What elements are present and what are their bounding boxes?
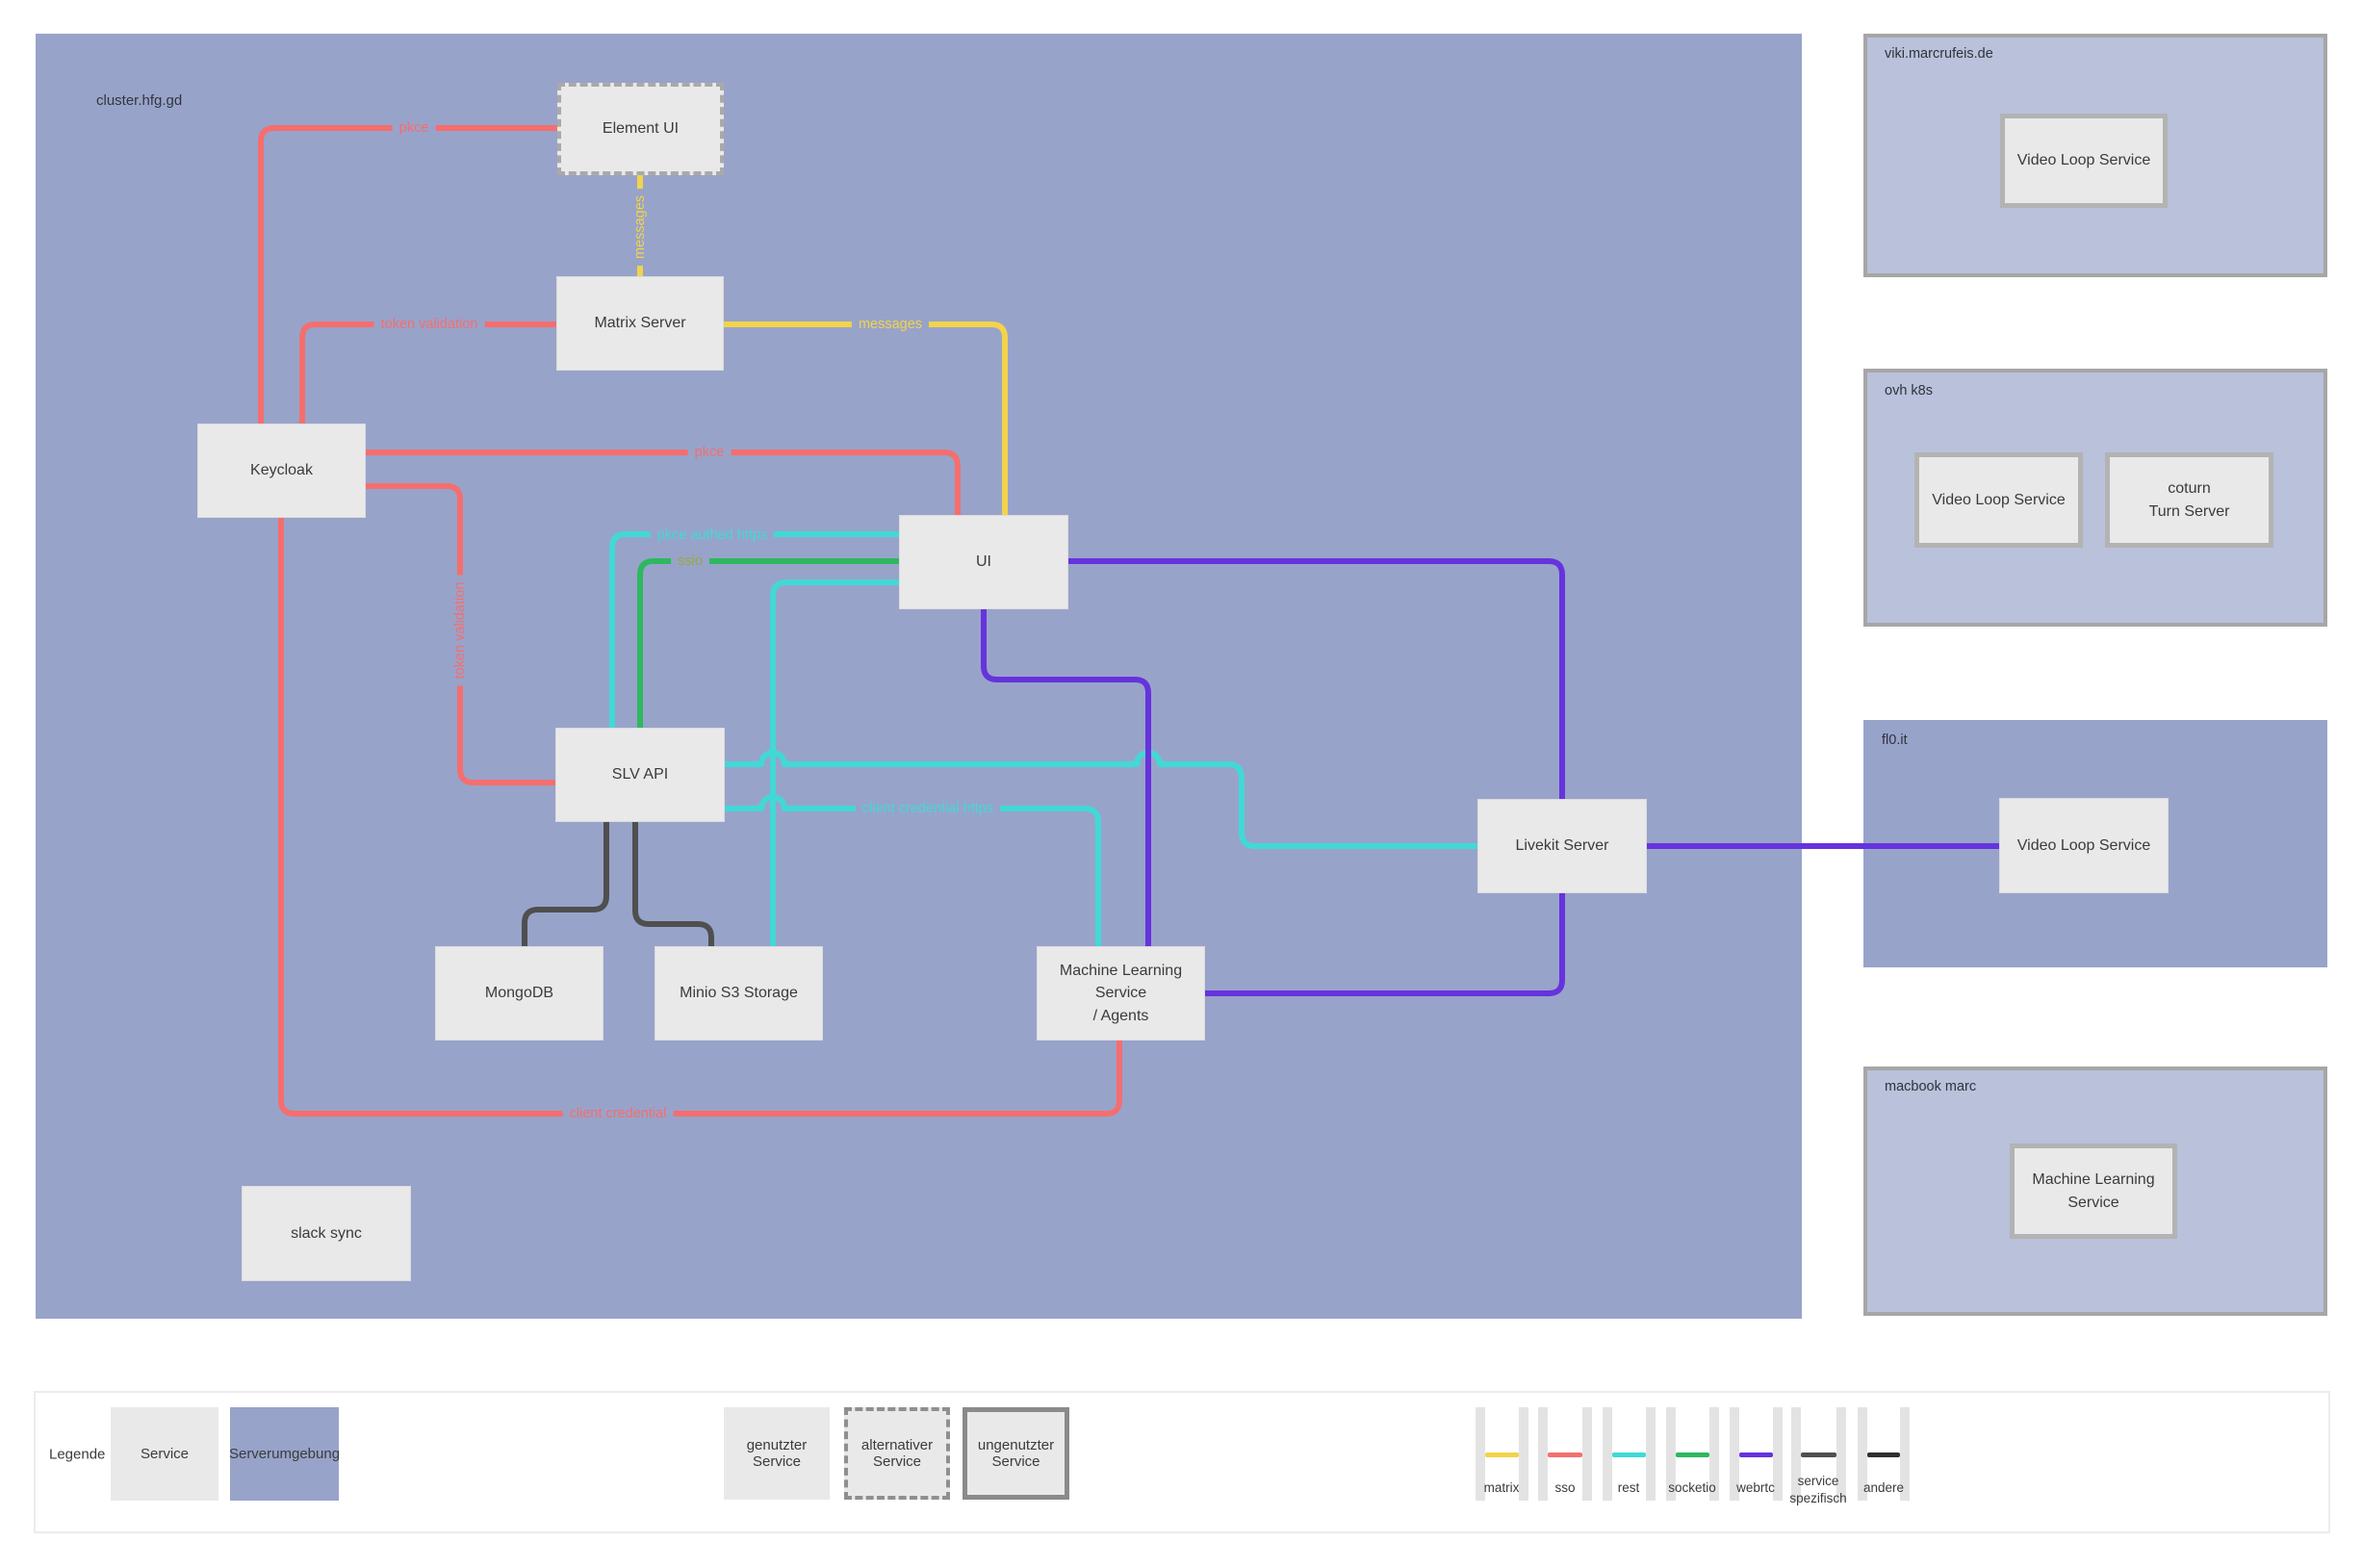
legend-pillar [1666, 1407, 1676, 1501]
legend-pillar [1519, 1407, 1528, 1501]
node-ml-agents-label-line1: Machine Learning Service [1059, 963, 1183, 1002]
edge-label-token-validation-matrix: token validation [373, 316, 485, 333]
node-fl0-video-loop-service[interactable]: Video Loop Service [1999, 798, 2169, 893]
node-ovh-video-loop-service-label: Video Loop Service [1932, 491, 2066, 508]
cluster-label: cluster.hfg.gd [96, 92, 183, 109]
legend-line-andere-label: andere [1862, 1480, 1905, 1495]
server-env-macbook-label: macbook marc [1885, 1079, 1977, 1094]
node-element-ui-label: Element UI [602, 120, 680, 138]
node-coturn-label-line2: Turn Server [2148, 502, 2230, 520]
legend-serverumgebung-label: Serverumgebung [228, 1446, 341, 1462]
legend-line-webrtc-label: webrtc [1736, 1480, 1775, 1495]
node-mongodb-label: MongoDB [484, 985, 554, 1002]
node-slv-api[interactable]: SLV API [555, 728, 725, 822]
legend-line-service-spezifisch-label: service spezifisch [1789, 1474, 1847, 1505]
legend-pillar [1538, 1407, 1548, 1501]
edge-label-token-validation-slv: token validation [451, 575, 469, 686]
legend-pillar [1603, 1407, 1612, 1501]
legend-pillar [1582, 1407, 1592, 1501]
legend-line-rest-label: rest [1617, 1480, 1640, 1495]
legend-title: Legende [49, 1446, 106, 1463]
legend-genutzter-service-label: genutzter Service [746, 1437, 808, 1470]
legend-line-andere [1867, 1452, 1900, 1457]
server-env-fl0-label: fl0.it [1882, 733, 1908, 748]
node-livekit-server-label: Livekit Server [1515, 837, 1609, 855]
node-slack-sync[interactable]: slack sync [242, 1186, 411, 1281]
legend-ungenutzter-service-label: ungenutzter Service [977, 1437, 1055, 1470]
legend-line-webrtc [1739, 1452, 1773, 1457]
legend-pillar [1773, 1407, 1783, 1501]
legend-pillar [1791, 1407, 1801, 1501]
edge-label-pkce-authed-https: pkce authed https [650, 527, 775, 544]
edge-label-messages-ui: messages [851, 316, 930, 333]
legend-service-box: Service [111, 1407, 218, 1501]
legend-service-label: Service [140, 1446, 190, 1462]
legend-pillar [1476, 1407, 1485, 1501]
legend-pillar [1836, 1407, 1846, 1501]
node-livekit-server[interactable]: Livekit Server [1477, 799, 1647, 893]
node-ui-label: UI [976, 553, 991, 571]
node-matrix-server-label: Matrix Server [594, 315, 686, 332]
node-mongodb[interactable]: MongoDB [435, 946, 603, 1041]
node-ml-agents-label-line2: / Agents [1092, 1007, 1149, 1024]
legend-pillar [1858, 1407, 1867, 1501]
legend-line-sso [1548, 1452, 1582, 1457]
legend-line-matrix [1485, 1452, 1519, 1457]
legend-genutzter-service-box: genutzter Service [724, 1407, 830, 1500]
node-fl0-video-loop-service-label: Video Loop Service [2016, 836, 2151, 854]
node-minio-s3[interactable]: Minio S3 Storage [655, 946, 823, 1041]
node-keycloak[interactable]: Keycloak [197, 424, 366, 518]
legend-line-socketio-label: socketio [1668, 1480, 1716, 1495]
node-coturn-turn-server[interactable]: coturn Turn Server [2105, 452, 2273, 548]
legend-serverumgebung-box: Serverumgebung [228, 1407, 341, 1501]
node-ui[interactable]: UI [899, 515, 1068, 609]
legend-line-socketio [1676, 1452, 1709, 1457]
node-matrix-server[interactable]: Matrix Server [556, 276, 724, 371]
edge-label-client-credential-https: client credential https [855, 800, 1001, 817]
legend-line-service-spezifisch [1801, 1452, 1836, 1457]
node-slv-api-label: SLV API [611, 766, 669, 784]
server-env-cluster-hfg-gd[interactable] [36, 34, 1802, 1319]
legend-container [34, 1391, 2330, 1533]
edge-label-pkce-ui: pkce [687, 444, 732, 461]
node-viki-video-loop-service-label: Video Loop Service [2016, 152, 2151, 169]
server-env-viki-label: viki.marcrufeis.de [1885, 46, 1993, 62]
node-ml-agents[interactable]: Machine Learning Service / Agents [1037, 946, 1205, 1041]
legend-pillar [1730, 1407, 1739, 1501]
edge-label-pkce-element: pkce [392, 119, 436, 137]
legend-ungenutzter-service-box: ungenutzter Service [963, 1407, 1069, 1500]
legend-alternativer-service-box: alternativer Service [844, 1407, 950, 1500]
node-minio-s3-label: Minio S3 Storage [680, 985, 798, 1002]
node-keycloak-label: Keycloak [250, 462, 313, 479]
legend-pillar [1646, 1407, 1656, 1501]
edge-label-ssio: ssio [671, 553, 709, 570]
edge-label-messages-vertical: messages [631, 188, 649, 267]
server-env-ovh-label: ovh k8s [1885, 383, 1933, 398]
edge-label-client-credential: client credential [562, 1105, 674, 1122]
node-macbook-ml-service-label: Machine Learning Service [2032, 1171, 2155, 1211]
legend-line-matrix-label: matrix [1483, 1480, 1520, 1495]
node-coturn-label-line1: coturn [2168, 480, 2211, 498]
legend-alternativer-service-label: alternativer Service [860, 1437, 934, 1470]
node-ovh-video-loop-service[interactable]: Video Loop Service [1914, 452, 2083, 548]
node-slack-sync-label: slack sync [291, 1224, 362, 1242]
node-element-ui[interactable]: Element UI [557, 83, 724, 175]
node-viki-video-loop-service[interactable]: Video Loop Service [2000, 114, 2168, 208]
legend-line-rest [1612, 1452, 1646, 1457]
legend-pillar [1900, 1407, 1910, 1501]
node-macbook-ml-service[interactable]: Machine Learning Service [2010, 1144, 2177, 1239]
legend-pillar [1709, 1407, 1719, 1501]
legend-line-sso-label: sso [1554, 1480, 1576, 1495]
